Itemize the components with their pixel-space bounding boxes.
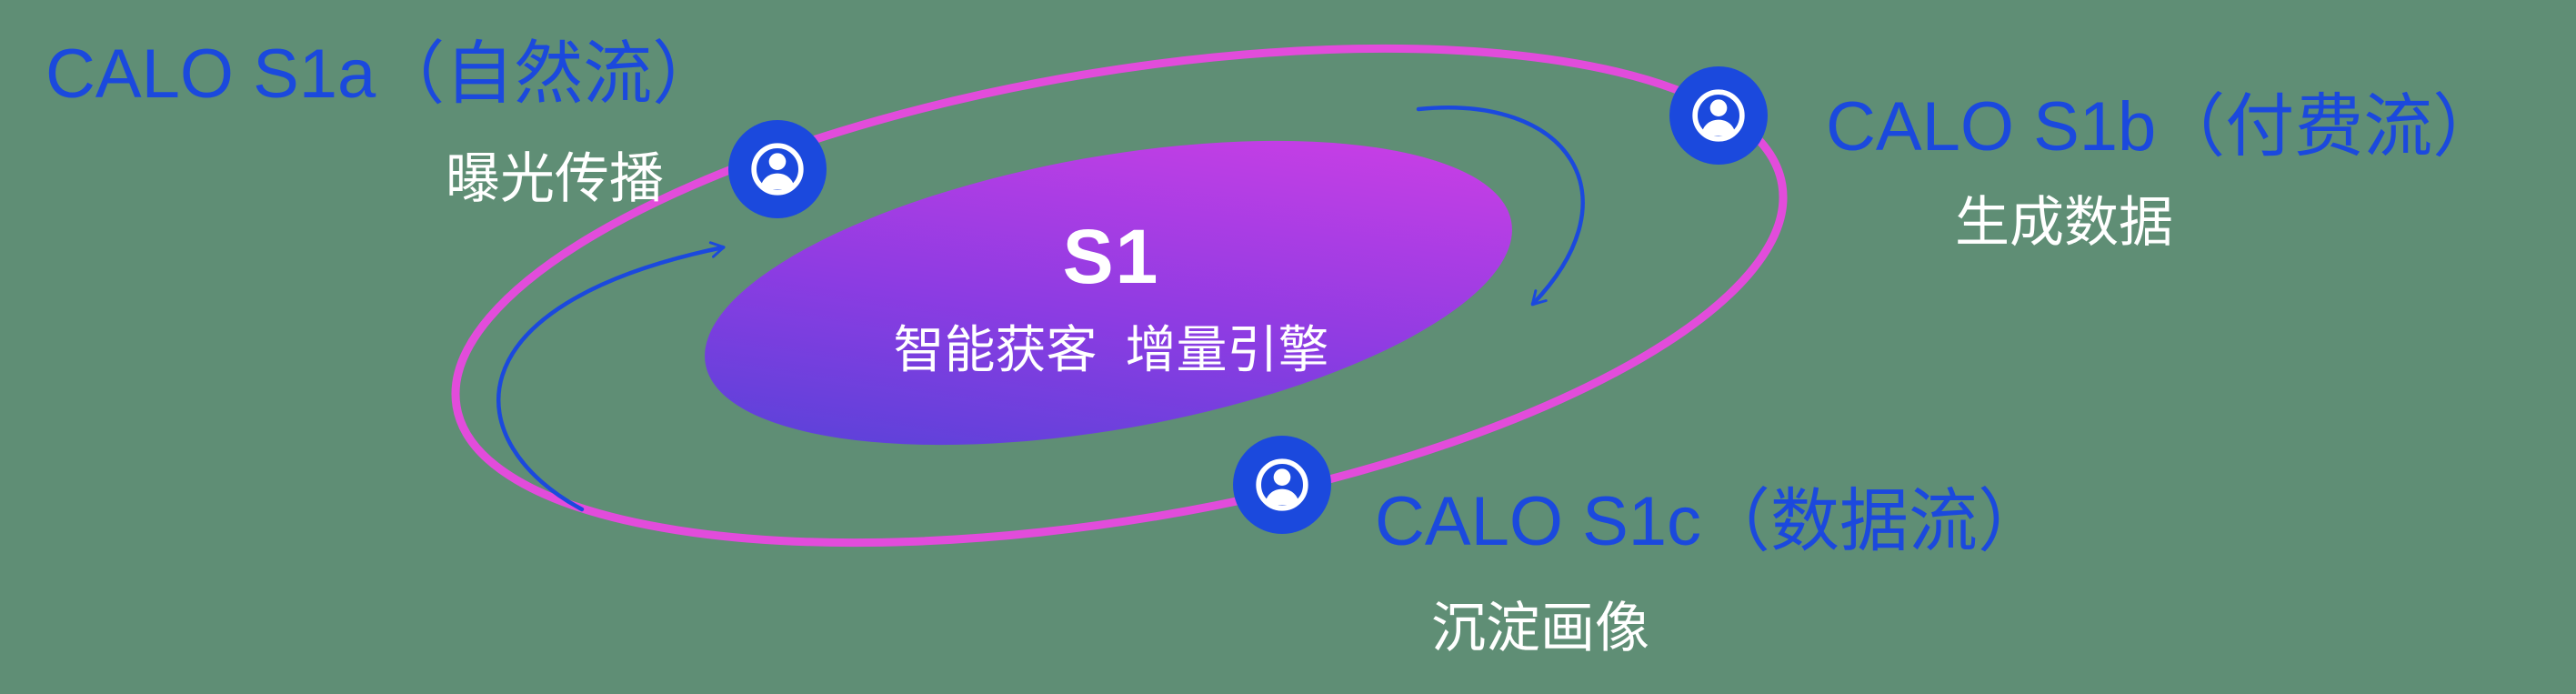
core-ellipse <box>705 140 1512 446</box>
node-label-s1a: CALO S1a（自然流） <box>45 35 722 113</box>
node-sublabel-s1a: 曝光传播 <box>446 148 664 209</box>
node-sublabel-s1b: 生成数据 <box>1955 192 2173 253</box>
flow-arrow-right <box>1416 106 1585 307</box>
node-icon-s1c <box>1233 436 1331 534</box>
orbit-ring <box>451 44 1788 548</box>
core-label-group: S1 智能获客 增量引擎 <box>893 215 1328 383</box>
node-label-s1c: CALO S1c（数据流） <box>1375 483 2048 560</box>
node-label-s1b: CALO S1b（付费流） <box>1826 88 2502 166</box>
user-circle-icon <box>1682 79 1755 152</box>
user-circle-icon <box>741 133 814 206</box>
node-sublabel-s1c: 沉淀画像 <box>1431 598 1649 659</box>
flow-arrow-left <box>496 241 726 512</box>
node-icon-s1b <box>1669 66 1768 165</box>
user-circle-icon <box>1246 448 1318 521</box>
core-title: S1 <box>1062 214 1160 299</box>
core-subtitle: 智能获客 增量引擎 <box>893 321 1329 379</box>
node-icon-s1a <box>728 120 827 218</box>
